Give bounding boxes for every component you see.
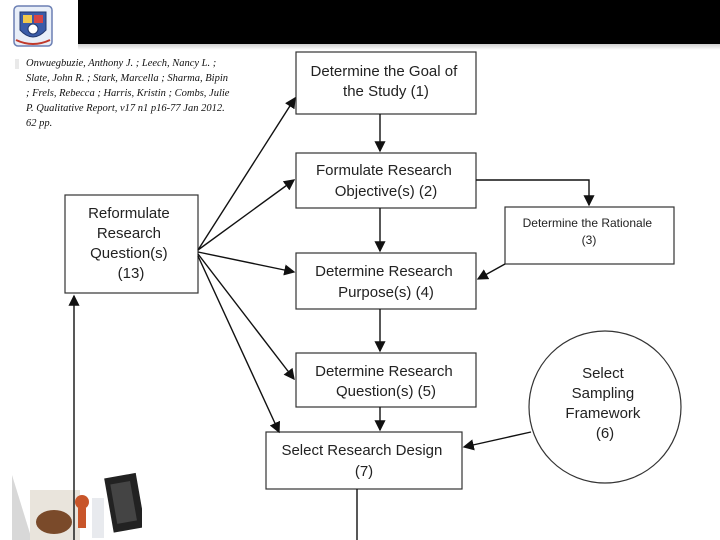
box-design-line-1: Select Research Design [281, 442, 442, 459]
citation-text: Onwuegbuzie, Anthony J. ; Leech, Nancy L… [26, 58, 230, 129]
circle-sampling-line-4: (6) [596, 425, 614, 442]
svg-text:Determine the Goal of th: Determine the Goal of the Study (1) [311, 63, 462, 100]
decorative-photo-collage [12, 472, 142, 540]
header-shadow [78, 44, 720, 50]
circle-sampling-line-3: Framework [565, 405, 641, 422]
school-crest-icon [13, 5, 53, 47]
arrow-reformulate-to-objective [197, 179, 296, 251]
box-goal-line-1: Determine the Goal of [311, 63, 459, 80]
circle-sampling-line-1: Select [582, 365, 625, 382]
box-purpose: Determine Research Purpose(s) (4) [295, 252, 477, 310]
box-rationale: Determine the Rationale (3) [504, 206, 675, 265]
box-reformulate-line-2: Research [97, 225, 161, 242]
box-reformulate-line-1: Reformulate [88, 205, 170, 222]
box-objective-line-1: Formulate Research [316, 162, 452, 179]
box-purpose-line-2: Purpose(s) (4) [338, 284, 434, 301]
svg-text:Formulate Research Objec: Formulate Research Objective(s) (2) [316, 162, 456, 200]
box-design: Select Research Design (7) [265, 431, 463, 490]
bullet-marker [15, 59, 19, 69]
circle-sampling: Select Sampling Framework (6) [528, 330, 682, 484]
box-rationale-line-1: Determine the Rationale [523, 216, 653, 230]
arrow-reformulate-to-design [197, 255, 280, 434]
header-band [78, 0, 720, 44]
box-design-line-2: (7) [355, 463, 373, 480]
box-goal: Determine the Goal of the Study (1) [295, 51, 477, 115]
box-question-line-1: Determine Research [315, 363, 453, 380]
svg-text:Select Sampling Fr: Select Sampling Framework (6) [565, 365, 644, 442]
svg-text:Determine Research Purpo: Determine Research Purpose(s) (4) [315, 263, 457, 301]
box-goal-line-2: the Study (1) [343, 83, 429, 100]
svg-text:Reformulate Research: Reformulate Research Question(s) (13) [88, 205, 174, 282]
box-objective-line-2: Objective(s) (2) [335, 183, 438, 200]
box-rationale-line-2: (3) [582, 233, 597, 247]
svg-text:Determine the Rationale: Determine the Rationale (3) [523, 216, 656, 247]
arrow-reformulate-to-question [197, 253, 295, 381]
svg-text:Determine Research Quest: Determine Research Question(s) (5) [315, 363, 457, 400]
box-reformulate-line-3: Question(s) [90, 245, 168, 262]
arrow-objective-to-rationale [476, 179, 595, 207]
arrow-reformulate-to-goal [197, 96, 296, 251]
arrow-reformulate-to-purpose [197, 251, 296, 276]
title-bar [0, 0, 720, 50]
arrow-rationale-to-purpose [476, 263, 506, 280]
arrow-sampling-to-design [462, 431, 532, 451]
box-question-line-2: Question(s) (5) [336, 383, 436, 400]
box-reformulate-line-4: (13) [118, 265, 145, 282]
box-purpose-line-1: Determine Research [315, 263, 453, 280]
circle-sampling-line-2: Sampling [572, 385, 635, 402]
box-reformulate: Reformulate Research Question(s) (13) [64, 194, 199, 294]
box-question: Determine Research Question(s) (5) [295, 352, 477, 408]
box-objective: Formulate Research Objective(s) (2) [295, 152, 477, 209]
svg-text:Select Research Design (: Select Research Design (7) [281, 442, 446, 480]
